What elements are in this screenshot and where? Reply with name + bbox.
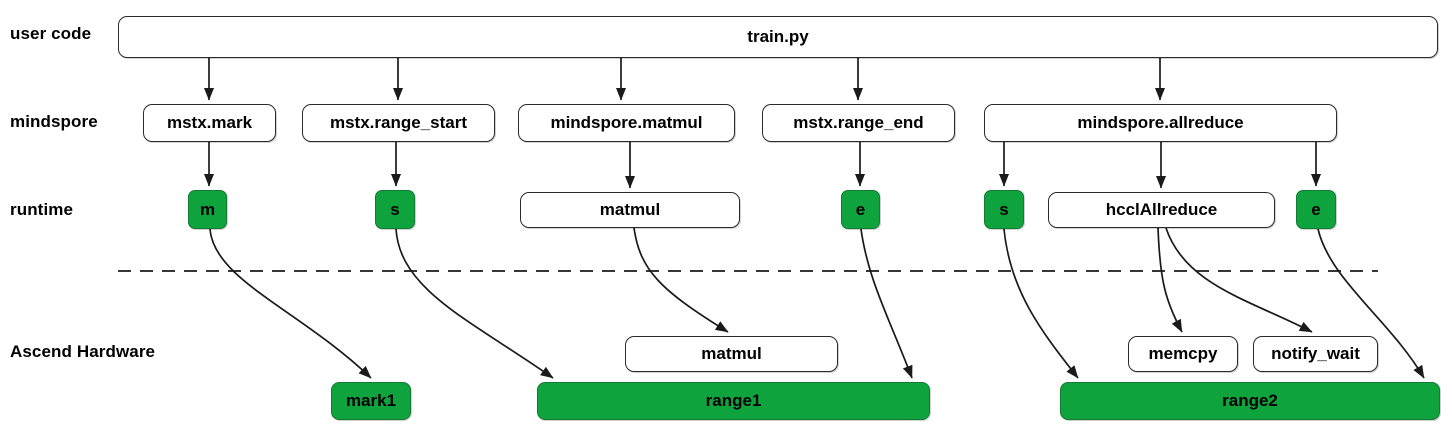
row-label-runtime: runtime xyxy=(10,200,74,219)
node-mstx-mark[interactable]: mstx.mark xyxy=(143,104,276,142)
node-hw-matmul[interactable]: matmul xyxy=(625,336,838,372)
node-runtime-range-end-1[interactable]: e xyxy=(841,190,880,229)
node-hw-notify-wait[interactable]: notify_wait xyxy=(1253,336,1378,372)
edge-s1-to-range1 xyxy=(395,228,554,379)
node-hw-memcpy[interactable]: memcpy xyxy=(1128,336,1238,372)
edge-e1-to-range1 xyxy=(860,228,913,379)
node-hw-mark1[interactable]: mark1 xyxy=(331,382,411,420)
node-runtime-range-start-1[interactable]: s xyxy=(375,190,415,229)
edge-runtime-matmul-to-hw-matmul xyxy=(633,227,729,333)
edge-hccl-to-notify-wait xyxy=(1165,227,1313,333)
node-mindspore-matmul[interactable]: mindspore.matmul xyxy=(518,104,735,142)
node-runtime-range-end-2[interactable]: e xyxy=(1296,190,1336,229)
edge-hccl-to-memcpy xyxy=(1157,227,1183,333)
node-train-py[interactable]: train.py xyxy=(118,16,1438,58)
node-hw-range2[interactable]: range2 xyxy=(1060,382,1440,420)
edge-s2-to-range2 xyxy=(1003,228,1079,379)
row-label-ascend-hardware: Ascend Hardware xyxy=(10,342,156,361)
node-runtime-hccl-allreduce[interactable]: hcclAllreduce xyxy=(1048,192,1275,228)
node-mstx-range-end[interactable]: mstx.range_end xyxy=(762,104,955,142)
node-hw-range1[interactable]: range1 xyxy=(537,382,930,420)
node-mindspore-allreduce[interactable]: mindspore.allreduce xyxy=(984,104,1337,142)
row-label-user-code: user code xyxy=(10,24,92,43)
node-mstx-range-start[interactable]: mstx.range_start xyxy=(302,104,495,142)
row-label-mindspore: mindspore xyxy=(10,112,98,131)
edge-m-to-mark1 xyxy=(209,228,372,379)
node-runtime-range-start-2[interactable]: s xyxy=(984,190,1024,229)
node-runtime-mark[interactable]: m xyxy=(188,190,227,229)
node-runtime-matmul[interactable]: matmul xyxy=(520,192,740,228)
